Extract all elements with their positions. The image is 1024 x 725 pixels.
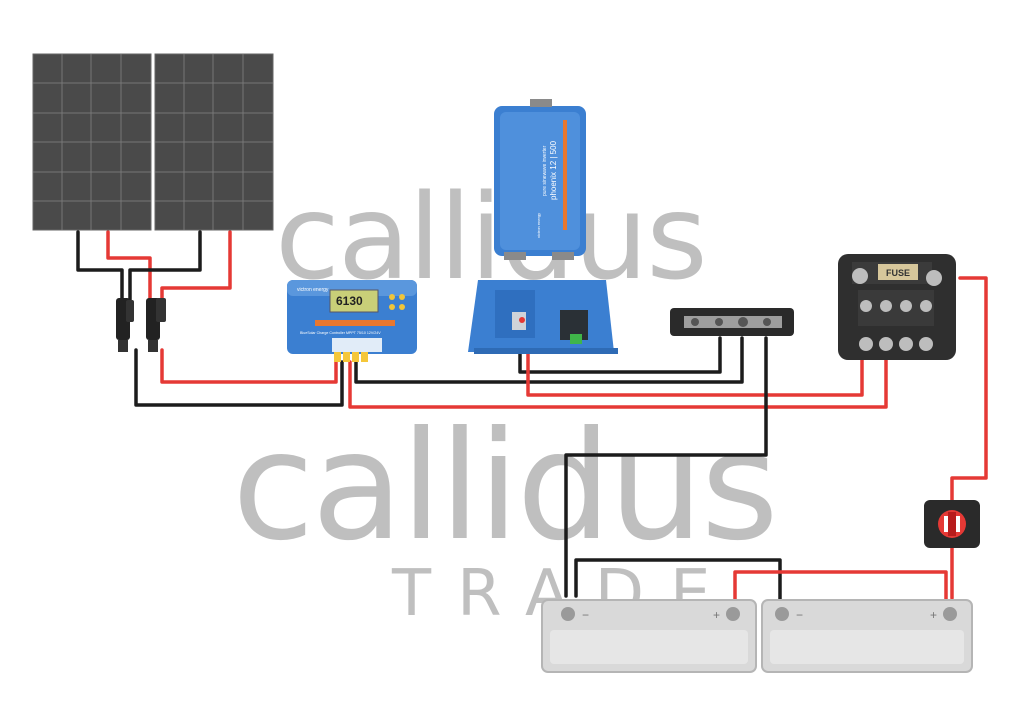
svg-text:+: + bbox=[713, 608, 720, 622]
battery-link-positive bbox=[733, 570, 948, 602]
inverter-phoenix-front bbox=[468, 280, 618, 354]
solar-panel-2 bbox=[154, 53, 274, 231]
panel-1-negative-wire bbox=[76, 230, 124, 302]
inverter-positive-to-fuse bbox=[526, 330, 864, 397]
mppt-label: BlueSolar Charge Controller MPPT 75/10 1… bbox=[300, 331, 381, 335]
wiring bbox=[76, 230, 988, 602]
fuse-holder: FUSE bbox=[838, 254, 956, 360]
inverter-model: phoenix 12 | 500 bbox=[549, 140, 558, 200]
mppt-positive-to-fuse bbox=[348, 356, 888, 409]
busbar-to-battery-negative bbox=[564, 336, 768, 598]
battery-link-negative bbox=[574, 558, 782, 602]
pv-negative-to-mppt bbox=[134, 348, 344, 407]
svg-text:−: − bbox=[582, 608, 589, 622]
mppt-display-value: 6130 bbox=[336, 294, 363, 308]
mppt-charge-controller: victron energy 6130 BlueSolar Charge Con… bbox=[287, 280, 417, 362]
inverter-phoenix-top: phoenix 12 | 500 pure sinewave inverter … bbox=[494, 99, 586, 260]
inverter-brand: victron energy bbox=[536, 213, 541, 238]
inverter-subtitle: pure sinewave inverter bbox=[542, 145, 548, 196]
fuse-label: FUSE bbox=[886, 268, 910, 278]
solar-panel-1 bbox=[32, 53, 152, 231]
battery-2: − + bbox=[761, 599, 973, 673]
watermark-callidus-bottom: callidus bbox=[232, 400, 776, 574]
svg-text:−: − bbox=[796, 608, 803, 622]
panel-2-negative-wire bbox=[128, 230, 202, 302]
fuse-label-plate bbox=[878, 264, 918, 280]
fuse-to-switch-wire bbox=[950, 276, 988, 502]
svg-text:+: + bbox=[930, 608, 937, 622]
panel-1-positive-wire bbox=[106, 230, 152, 302]
panel-2-positive-wire bbox=[160, 230, 232, 302]
mc4-connectors bbox=[116, 298, 166, 352]
battery-isolator-switch bbox=[924, 500, 980, 548]
battery-1: − + bbox=[541, 599, 757, 673]
mppt-lcd bbox=[329, 289, 379, 313]
negative-busbar bbox=[670, 308, 794, 336]
mppt-brand: victron energy bbox=[297, 287, 329, 293]
mppt-negative-to-busbar bbox=[354, 336, 744, 384]
pv-positive-to-mppt bbox=[160, 348, 338, 384]
watermark: callidus callidus TRADE bbox=[232, 168, 779, 631]
